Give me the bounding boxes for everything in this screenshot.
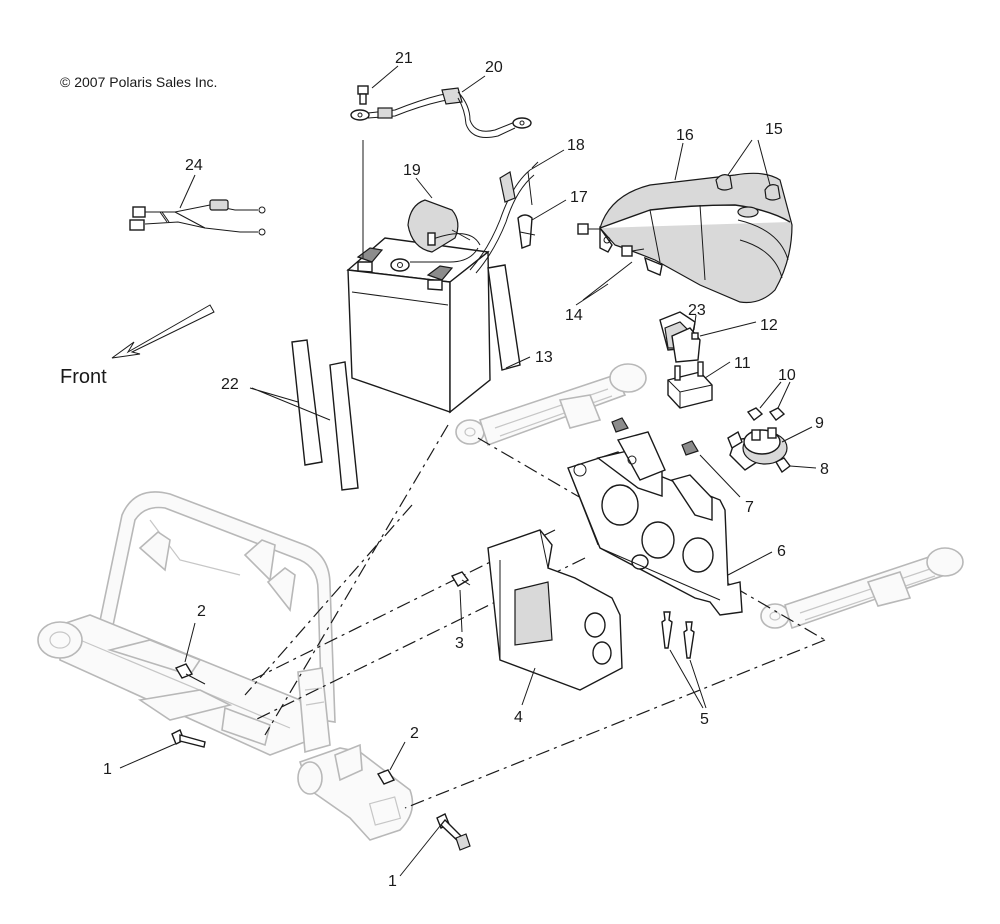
battery-pads-22: [291, 339, 359, 491]
circuit-breaker-11: [667, 361, 713, 409]
terminal-cap-19: [407, 199, 481, 253]
callout-9: 9: [815, 415, 824, 432]
callout-21: 21: [395, 50, 413, 67]
callout-4: 4: [514, 709, 523, 726]
callout-1-lower: 1: [388, 873, 397, 890]
battery-cable-20: [350, 87, 532, 138]
rail-ghost-upper: [455, 363, 647, 447]
callout-numbers: 21 20 24 19 18 17 16 15 14 13 12 23 11 1…: [103, 50, 829, 890]
cable-18: [469, 161, 539, 274]
callout-1-upper: 1: [103, 761, 112, 778]
solenoid-9: [727, 427, 788, 471]
rail-ghost-lower: [760, 547, 964, 630]
callout-12: 12: [760, 317, 778, 334]
bolt-1-lower: [436, 813, 471, 851]
leader-lines: [119, 65, 817, 877]
strap-17: [487, 214, 536, 371]
bolt-3: [450, 571, 471, 587]
callout-2-lower: 2: [410, 725, 419, 742]
front-label: Front: [60, 366, 107, 388]
callout-17: 17: [570, 189, 588, 206]
callout-3: 3: [455, 635, 464, 652]
callout-13: 13: [535, 349, 553, 366]
bolt-1-upper: [171, 729, 206, 748]
callout-19: 19: [403, 162, 421, 179]
copyright-text: © 2007 Polaris Sales Inc.: [60, 74, 217, 90]
nut-2-lower: [376, 769, 396, 785]
callout-16: 16: [676, 127, 694, 144]
nuts-10: [746, 407, 786, 421]
screw-23: [691, 332, 699, 340]
callout-20: 20: [485, 59, 503, 76]
callout-2-upper: 2: [197, 603, 206, 620]
callout-8: 8: [820, 461, 829, 478]
battery-cover-16: [599, 172, 793, 304]
callout-5: 5: [700, 711, 709, 728]
callout-15: 15: [765, 121, 783, 138]
callout-7: 7: [745, 499, 754, 516]
ground-cable: [390, 232, 479, 272]
screws-14: [577, 223, 645, 257]
push-nuts-15: [715, 174, 781, 201]
battery-tray-6: [567, 431, 743, 616]
callout-6: 6: [777, 543, 786, 560]
nut-2-upper: [174, 663, 206, 685]
front-direction-arrow: Front: [60, 304, 215, 388]
callout-24: 24: [185, 157, 203, 174]
rivets-5: [661, 611, 695, 659]
clips-7: [611, 417, 699, 456]
callout-14: 14: [565, 307, 583, 324]
callout-22: 22: [221, 376, 239, 393]
bolt-21: [357, 85, 369, 105]
battery-13: [346, 140, 491, 414]
callout-10: 10: [778, 367, 796, 384]
callout-23: 23: [688, 302, 706, 319]
battery-holder-4: [487, 529, 623, 691]
frame-ghost: [37, 491, 414, 841]
callout-11: 11: [734, 355, 751, 372]
wire-harness-24: [129, 199, 266, 236]
callout-18: 18: [567, 137, 585, 154]
